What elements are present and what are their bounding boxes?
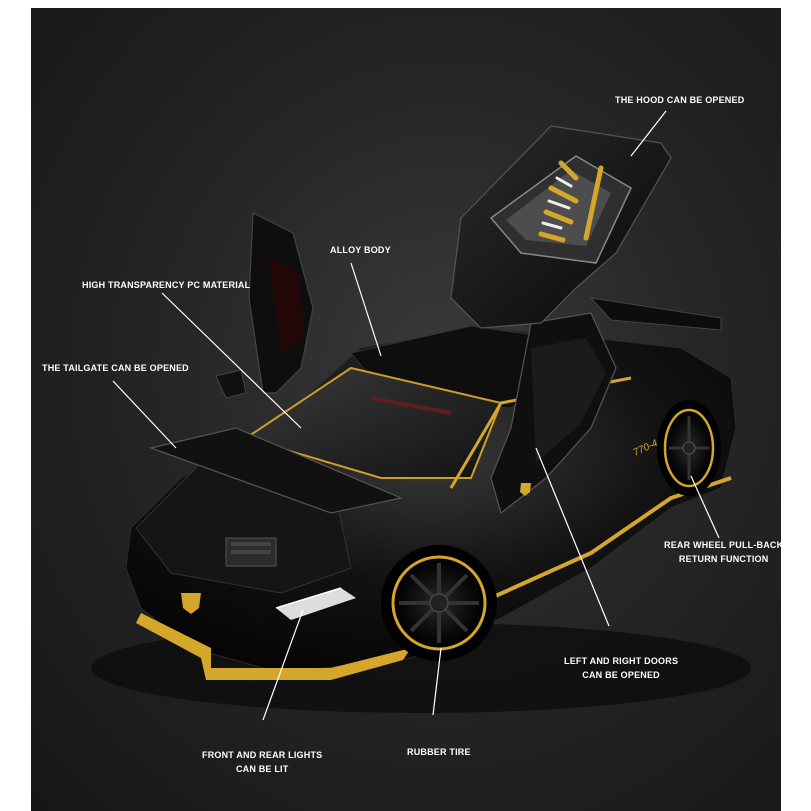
callout-alloy-body: ALLOY BODY xyxy=(330,243,391,257)
headlight xyxy=(276,588,356,620)
car-illustration: 770-4 xyxy=(91,125,751,713)
leader-hood xyxy=(630,110,667,157)
tailgate-lid xyxy=(148,427,403,514)
callout-rear-wheel-line1: REAR WHEEL PULL-BACK xyxy=(664,540,781,550)
callout-hood-text: THE HOOD CAN BE OPENED xyxy=(615,95,745,105)
callout-tailgate: THE TAILGATE CAN BE OPENED xyxy=(42,361,189,375)
callout-doors-line1: LEFT AND RIGHT DOORS xyxy=(564,656,679,666)
callout-leader-lines xyxy=(112,110,720,721)
callout-lights-line2: CAN BE LIT xyxy=(235,764,289,774)
windshield xyxy=(243,366,503,479)
leader-pc-material xyxy=(161,292,302,429)
front-wheel xyxy=(381,545,497,661)
callout-pc-material: HIGH TRANSPARENCY PC MATERIAL xyxy=(82,278,250,292)
callout-tire: RUBBER TIRE xyxy=(407,745,471,759)
callout-tailgate-text: THE TAILGATE CAN BE OPENED xyxy=(42,363,189,373)
rear-wheel xyxy=(657,400,721,496)
callout-rear-wheel-line2: RETURN FUNCTION xyxy=(678,554,769,564)
product-photo: 770-4 THE HOOD CAN BE OPENED ALLOY BODY … xyxy=(31,8,781,811)
front-badge xyxy=(181,593,201,614)
callout-hood: THE HOOD CAN BE OPENED xyxy=(615,93,744,107)
callout-doors-line2: CAN BE OPENED xyxy=(582,670,660,680)
leader-tailgate xyxy=(112,380,177,449)
callout-doors: LEFT AND RIGHT DOORS CAN BE OPENED xyxy=(564,654,678,682)
callout-pc-material-text: HIGH TRANSPARENCY PC MATERIAL xyxy=(82,280,251,290)
callout-alloy-body-text: ALLOY BODY xyxy=(330,245,391,255)
leader-alloy-body xyxy=(350,262,382,357)
left-mirror xyxy=(215,369,247,399)
callout-lights-line1: FRONT AND REAR LIGHTS xyxy=(202,750,323,760)
door-badge xyxy=(520,483,531,496)
leader-doors xyxy=(535,447,610,627)
callout-tire-text: RUBBER TIRE xyxy=(407,747,471,757)
callout-rear-wheel: REAR WHEEL PULL-BACK RETURN FUNCTION xyxy=(664,538,781,566)
leader-tire xyxy=(432,647,442,716)
leader-lights xyxy=(262,609,304,721)
callout-lights: FRONT AND REAR LIGHTS CAN BE LIT xyxy=(202,748,322,776)
rear-spoiler xyxy=(589,297,722,331)
leader-rear-wheel xyxy=(690,475,720,539)
hood-gold-slats xyxy=(538,160,604,243)
front-splitter xyxy=(136,613,411,680)
